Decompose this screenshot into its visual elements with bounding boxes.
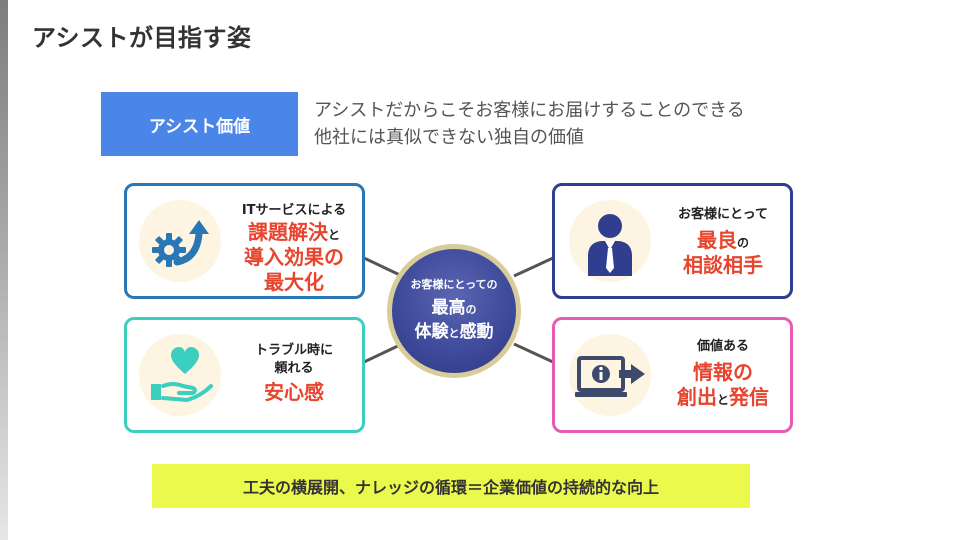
card-consult-highlight-2: 相談相手: [683, 253, 763, 277]
hub-line-2: 体験と感動: [392, 320, 516, 346]
card-it-joiner: と: [327, 228, 340, 242]
card-trouble-text: トラブル時に 頼れる 安心感: [231, 342, 357, 405]
card-consult-text: お客様にとって 最良の 相談相手: [661, 206, 785, 278]
gear-arrow-up-icon: [139, 200, 221, 282]
central-hub: お客様にとっての 最高の 体験と感動: [387, 244, 521, 378]
card-it-highlight-2: 導入効果の: [244, 245, 344, 269]
description-line-2: 他社には真似できない独自の価値: [314, 127, 584, 148]
card-it-lead: ITサービスによる: [241, 203, 347, 218]
hub-line-2a: 体験: [414, 322, 449, 342]
card-info-highlight-2a: 創出: [676, 385, 717, 409]
hub-line-1: 最高の: [392, 296, 516, 322]
card-info-lead: 価値ある: [696, 339, 749, 354]
info-monitor-arrow-icon: [569, 334, 651, 416]
businessperson-icon: [569, 200, 651, 282]
value-tag: アシスト価値: [101, 92, 298, 156]
card-trouble-support: トラブル時に 頼れる 安心感: [124, 317, 365, 433]
card-trouble-highlight: 安心感: [264, 380, 324, 404]
card-info-highlight-1: 情報の: [693, 360, 753, 384]
hub-lead: お客様にとっての: [410, 278, 498, 291]
card-trouble-lead-1: トラブル時に: [254, 343, 333, 358]
card-info-joiner: と: [716, 393, 729, 407]
card-it-highlight-3: 最大化: [264, 270, 324, 294]
hub-line-2b: 感動: [459, 322, 494, 342]
hub-line-2-joiner: と: [448, 327, 460, 340]
card-info-text: 価値ある 情報の 創出と発信: [659, 338, 787, 410]
card-it-highlight-1: 課題解決: [247, 220, 328, 244]
card-info-highlight-2b: 発信: [729, 385, 769, 409]
hub-line-1-suffix: の: [465, 303, 477, 316]
card-information: 価値ある 情報の 創出と発信: [552, 317, 793, 433]
value-description: アシストだからこそお客様にお届けすることのできる 他社には真似できない独自の価値: [314, 97, 745, 151]
card-trouble-lead-2: 頼れる: [274, 361, 314, 376]
card-consultation: お客様にとって 最良の 相談相手: [552, 183, 793, 299]
heart-hand-icon: [139, 334, 221, 416]
card-it-services: ITサービスによる 課題解決と 導入効果の 最大化: [124, 183, 365, 299]
card-consult-joiner: の: [736, 236, 749, 250]
footer-summary: 工夫の横展開、ナレッジの循環＝企業価値の持続的な向上: [152, 464, 750, 508]
card-consult-lead: お客様にとって: [678, 207, 768, 222]
hub-line-1-main: 最高: [431, 298, 466, 318]
card-consult-highlight-1: 最良: [696, 228, 737, 252]
left-accent-bar: [0, 0, 8, 540]
card-it-text: ITサービスによる 課題解決と 導入効果の 最大化: [231, 202, 357, 295]
slide-title: アシストが目指す姿: [32, 24, 252, 52]
description-line-1: アシストだからこそお客様にお届けすることのできる: [314, 100, 745, 121]
